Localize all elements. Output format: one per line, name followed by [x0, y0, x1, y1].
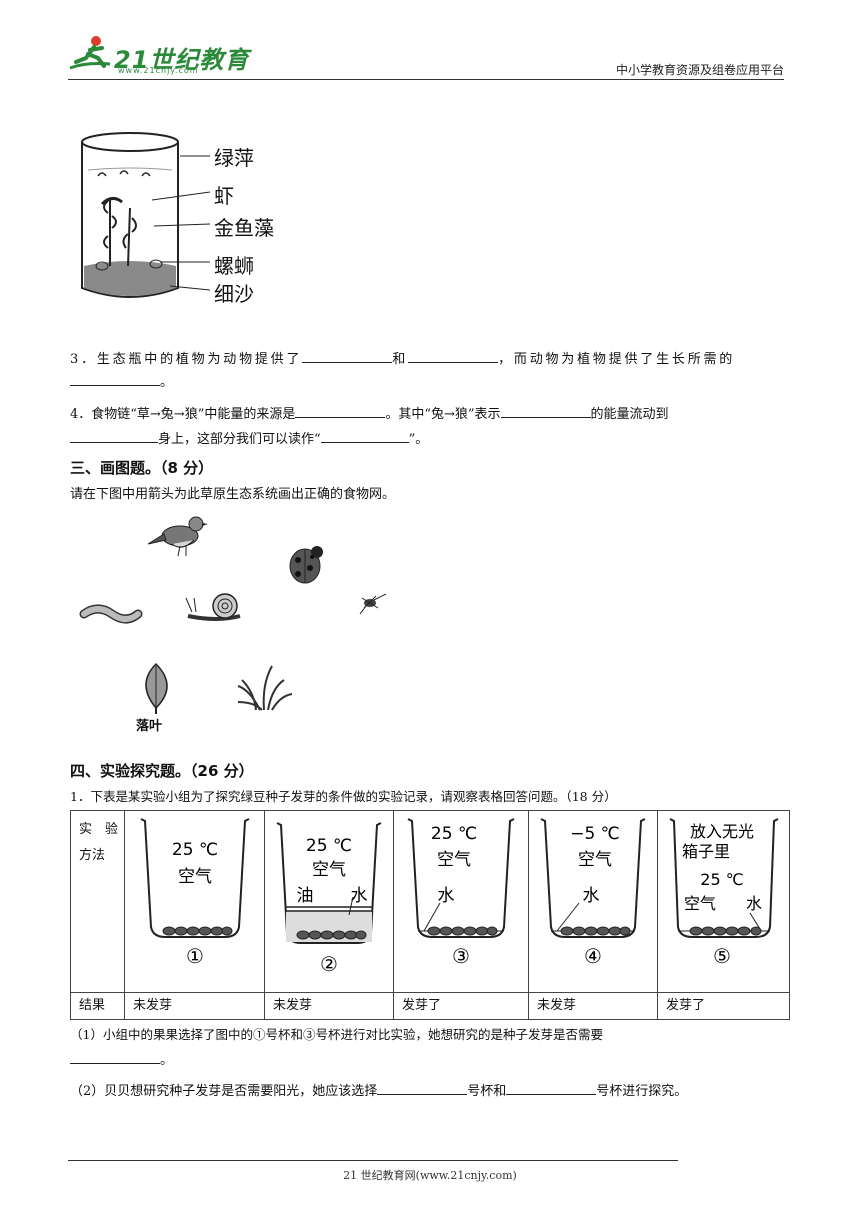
beaker-icon: 25 ℃ 空气 ①: [140, 818, 250, 968]
logo-url: www.21cnjy.com: [118, 66, 199, 75]
svg-text:空气: 空气: [578, 850, 612, 870]
section-3-instruction: 请在下图中用箭头为此草原生态系统画出正确的食物网。: [70, 487, 396, 502]
question-3: 3．生态瓶中的植物为动物提供了和，而动物为植物提供了生长所需的: [70, 348, 792, 371]
beaker-icon: 放入无光 箱子里 25 ℃ 空气 水 ⑤: [669, 818, 779, 968]
grass-icon: [237, 665, 293, 711]
svg-text:空气: 空气: [437, 850, 471, 870]
svg-text:25 ℃: 25 ℃: [700, 870, 743, 889]
svg-text:放入无光: 放入无光: [690, 822, 754, 841]
footer-divider: [68, 1160, 678, 1161]
ecosystem-jar-figure: [80, 128, 300, 308]
cup-cell-5: 放入无光 箱子里 25 ℃ 空气 水 ⑤: [657, 810, 790, 993]
beaker-icon: 25 ℃ 空气 水 ③: [407, 818, 515, 968]
method-label-cell: 实 验 方法: [70, 810, 125, 993]
header-divider: [68, 79, 784, 80]
section-4-title: 四、实验探究题。（26 分）: [70, 762, 254, 780]
logo: [66, 34, 114, 76]
svg-text:25 ℃: 25 ℃: [431, 824, 477, 844]
answer-blank[interactable]: [377, 1080, 468, 1095]
answer-blank[interactable]: [408, 348, 499, 363]
svg-text:油: 油: [297, 886, 314, 906]
answer-blank[interactable]: [500, 403, 591, 418]
jar-label-snail: 螺蛳: [214, 254, 254, 278]
beaker-icon: 25 ℃ 空气 油 水 ②: [276, 822, 382, 976]
result-cup-5: 发芽了: [657, 992, 790, 1020]
answer-blank[interactable]: [302, 348, 393, 363]
svg-text:25 ℃: 25 ℃: [172, 840, 218, 860]
jar-label-shrimp: 虾: [214, 184, 234, 208]
svg-text:空气: 空气: [178, 867, 212, 887]
svg-text:水: 水: [438, 886, 455, 906]
insect-icon: [359, 593, 387, 615]
runner-icon: [69, 36, 111, 70]
result-cup-3: 发芽了: [393, 992, 529, 1020]
cup-cell-3: 25 ℃ 空气 水 ③: [393, 810, 529, 993]
svg-text:箱子里: 箱子里: [682, 842, 730, 861]
answer-blank[interactable]: [70, 371, 160, 386]
footer-text: 21 世纪教育网(www.21cnjy.com): [343, 1169, 517, 1182]
svg-text:②: ②: [320, 952, 338, 976]
svg-text:①: ①: [186, 944, 204, 968]
svg-text:空气: 空气: [684, 894, 716, 913]
result-label: 结果: [70, 992, 125, 1020]
svg-text:25 ℃: 25 ℃: [306, 836, 352, 856]
jar-label-duckweed: 绿萍: [214, 146, 254, 170]
result-cup-2: 未发芽: [264, 992, 394, 1020]
svg-text:③: ③: [452, 944, 470, 968]
bird-icon: [147, 516, 208, 557]
answer-blank[interactable]: [70, 1049, 160, 1064]
jar-label-sand: 细沙: [214, 282, 254, 306]
svg-text:−5 ℃: −5 ℃: [570, 824, 620, 844]
section-3-title: 三、画图题。（8 分）: [70, 459, 214, 477]
snail-icon: [185, 593, 241, 621]
cup-cell-1: 25 ℃ 空气 ①: [124, 810, 265, 993]
cup-cell-4: −5 ℃ 空气 水 ④: [528, 810, 658, 993]
answer-blank[interactable]: [506, 1080, 597, 1095]
sub-question-1: （1）小组中的果果选择了图中的①号杯和③号杯进行对比实验，她想研究的是种子发芽是…: [70, 1027, 603, 1042]
food-web-figure: [70, 510, 410, 740]
leaf-label: 落叶: [136, 719, 163, 734]
answer-blank[interactable]: [70, 428, 158, 443]
svg-text:④: ④: [584, 944, 602, 968]
question-4-cont: 身上，这部分我们可以读作“”。: [70, 428, 428, 451]
answer-blank[interactable]: [320, 428, 409, 443]
cup-cell-2: 25 ℃ 空气 油 水 ②: [264, 810, 394, 993]
svg-text:水: 水: [746, 894, 762, 913]
sub-question-2: （2）贝贝想研究种子发芽是否需要阳光，她应该选择号杯和号杯进行探究。: [70, 1080, 687, 1103]
answer-blank[interactable]: [295, 403, 386, 418]
experiment-table: 实 验 方法 25 ℃ 空气 ① 25 ℃: [70, 810, 790, 1020]
question-3-cont: 。: [70, 371, 173, 394]
beaker-icon: −5 ℃ 空气 水 ④: [540, 818, 646, 968]
leaf-icon: [145, 662, 168, 714]
svg-text:水: 水: [351, 886, 368, 906]
sub-question-1-cont: 。: [70, 1049, 173, 1072]
result-cup-4: 未发芽: [528, 992, 658, 1020]
section-4-question-1: 1．下表是某实验小组为了探究绿豆种子发芽的条件做的实验记录，请观察表格回答问题。…: [70, 789, 617, 804]
header-tagline: 中小学教育资源及组卷应用平台: [615, 63, 784, 77]
jar-icon: [81, 132, 211, 298]
logo-text: 21世纪教育: [114, 46, 250, 74]
result-cup-1: 未发芽: [124, 992, 265, 1020]
svg-text:空气: 空气: [312, 860, 346, 880]
ladybug-icon: [289, 546, 323, 584]
svg-text:⑤: ⑤: [713, 944, 731, 968]
question-4: 4．食物链“草→兔→狼”中能量的来源是。其中“兔→狼”表示的能量流动到: [70, 403, 792, 426]
jar-label-hornwort: 金鱼藻: [214, 216, 274, 240]
worm-icon: [79, 604, 143, 624]
svg-text:水: 水: [583, 886, 600, 906]
